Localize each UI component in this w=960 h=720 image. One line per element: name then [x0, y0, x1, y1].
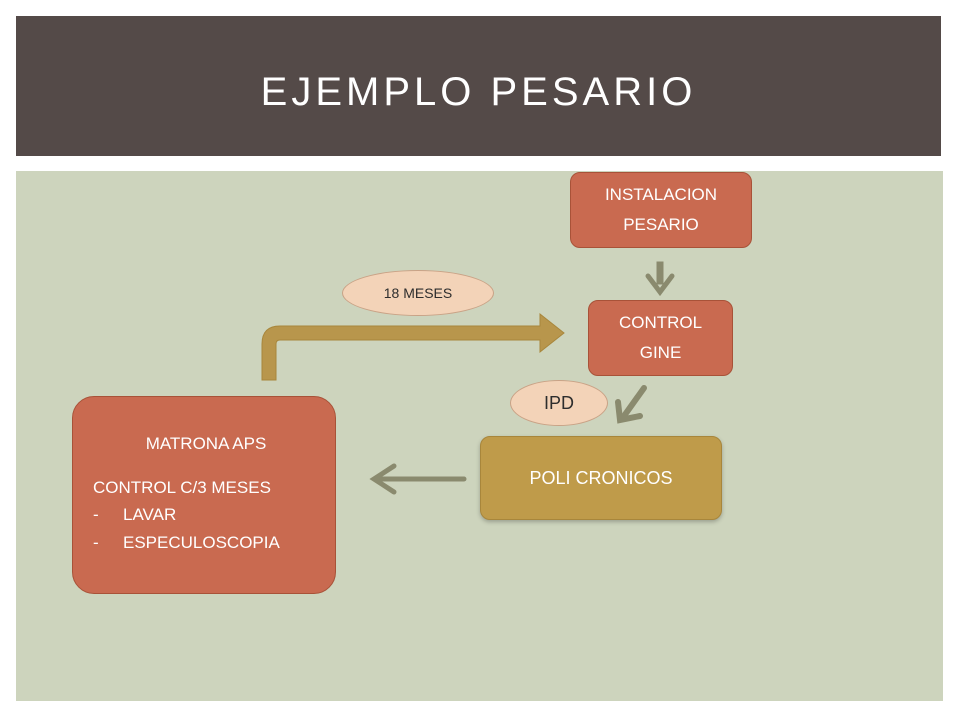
matrona-item-especuloscopia: - ESPECULOSCOPIA [93, 529, 280, 557]
matrona-item-label: ESPECULOSCOPIA [123, 532, 280, 552]
node-instalacion-line1: INSTALACION [604, 185, 718, 204]
node-control-line1: CONTROL [618, 313, 703, 332]
matrona-item-lavar: - LAVAR [93, 501, 176, 529]
label-ipd: IPD [510, 380, 608, 426]
matrona-title: MATRONA APS [145, 433, 267, 453]
node-control-gine: CONTROL GINE [588, 300, 733, 376]
title-bar [16, 16, 941, 156]
node-poli-label: POLI CRONICOS [529, 467, 673, 488]
node-instalacion-pesario: INSTALACION PESARIO [570, 172, 752, 248]
matrona-control-line: CONTROL C/3 MESES [93, 477, 271, 497]
node-control-line2: GINE [639, 343, 682, 362]
bullet-dash: - [93, 504, 99, 524]
node-instalacion-line2: PESARIO [623, 215, 699, 234]
bullet-dash: - [93, 532, 99, 552]
label-18-meses: 18 MESES [342, 270, 494, 316]
slide-title: EJEMPLO PESARIO [260, 70, 697, 114]
node-poli-cronicos: POLI CRONICOS [480, 436, 722, 520]
node-matrona-aps: MATRONA APS CONTROL C/3 MESES - LAVAR - … [72, 396, 336, 594]
label-ipd-text: IPD [543, 392, 574, 413]
label-18-meses-text: 18 MESES [383, 285, 453, 301]
matrona-item-label: LAVAR [123, 504, 177, 524]
